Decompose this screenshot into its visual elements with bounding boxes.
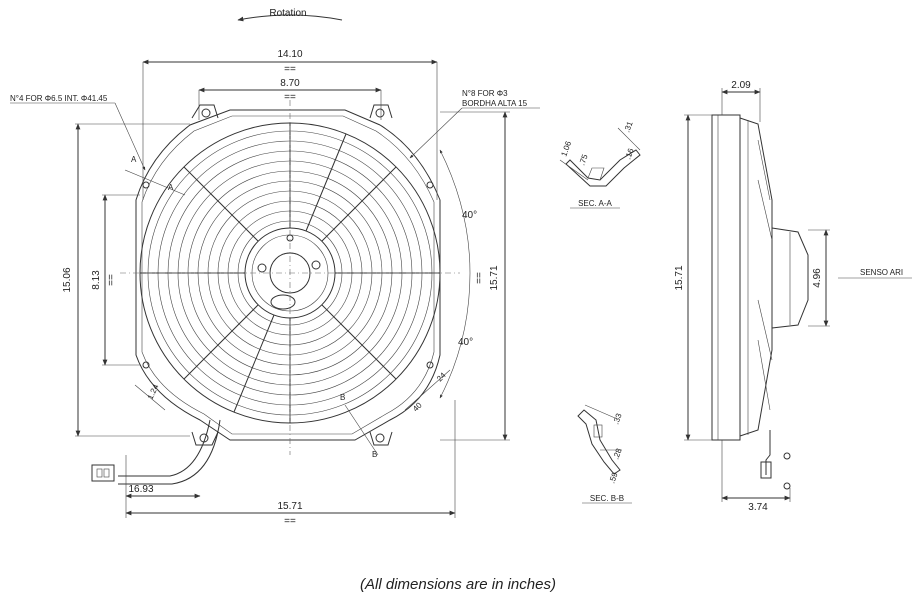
airflow-label: SENSO ARI [860, 268, 903, 277]
side-dim-motor: 4.96 [812, 268, 823, 288]
power-cable [91, 419, 221, 485]
svg-text:==: == [474, 272, 485, 284]
angle-lower: 40° [458, 337, 473, 348]
sec-b-dim-2: .28 [611, 447, 623, 461]
sec-b-dim-3: .59 [607, 471, 619, 485]
dim-height-left: 15.06 [62, 123, 190, 437]
section-mark-a-2: A [168, 183, 174, 192]
section-mark-b-1: B [340, 393, 345, 402]
svg-text:==: == [284, 516, 296, 527]
mounting-tabs [142, 104, 434, 446]
dim-overall-width-top: 14.10 == [142, 49, 438, 200]
svg-text:15.06: 15.06 [62, 267, 73, 292]
svg-text:N°8 FOR Φ3: N°8 FOR Φ3 [462, 89, 508, 98]
svg-text:==: == [106, 274, 117, 286]
sec-a-dim-1: 1.06 [559, 139, 573, 157]
shroud-outline [135, 109, 441, 441]
dim-width-bottom: 15.71 == [125, 400, 456, 527]
dim-40: 40 [411, 400, 424, 413]
side-view: 2.09 15.71 4.96 SENSO ARI 3.74 [674, 80, 912, 513]
svg-text:8.13: 8.13 [91, 270, 102, 290]
sec-a-dim-2: .75 [577, 153, 589, 167]
dim-cable: 16.93 [125, 484, 201, 499]
svg-text:8.70: 8.70 [280, 78, 300, 89]
rotation-indicator: Rotation [237, 8, 343, 22]
note-left: N°4 FOR Φ6.5 INT. Φ41.45 [10, 94, 146, 171]
sec-b-title: SEC. B-B [590, 494, 624, 503]
svg-text:==: == [284, 92, 296, 103]
sec-a-dim-4: .16 [623, 147, 635, 161]
sec-a-dim-3: .31 [622, 120, 634, 134]
svg-text:==: == [284, 64, 296, 75]
dim-inner-height-left: 8.13 == [91, 194, 140, 366]
side-dim-height: 15.71 [674, 265, 685, 290]
dim-inner-width-top: 8.70 == [198, 78, 382, 120]
front-view: 14.10 == 8.70 == 15.06 8.13 == [10, 49, 540, 527]
section-mark-b-2: B [372, 450, 377, 459]
svg-text:15.71: 15.71 [489, 265, 500, 290]
sec-a-title: SEC. A-A [578, 199, 612, 208]
rotation-label: Rotation [269, 8, 306, 19]
note-right: N°8 FOR Φ3 BORDHA ALTA 15 [409, 89, 540, 159]
svg-text:16.93: 16.93 [128, 484, 153, 495]
section-mark-a-1: A [131, 155, 137, 164]
svg-text:N°4 FOR Φ6.5 INT. Φ41.45: N°4 FOR Φ6.5 INT. Φ41.45 [10, 94, 108, 103]
svg-text:15.71: 15.71 [277, 501, 302, 512]
dim-1-24: 1.24 [146, 382, 161, 400]
section-a-a: 1.06 .75 .31 .16 SEC. A-A [559, 120, 641, 209]
side-dim-bottom: 3.74 [748, 502, 768, 513]
side-dim-depth-top: 2.09 [731, 80, 751, 91]
sec-b-dim-1: .33 [611, 412, 623, 426]
dim-height-right: 15.71 == [440, 111, 510, 441]
section-b-b: .33 .28 .59 SEC. B-B [577, 404, 632, 504]
units-caption: (All dimensions are in inches) [360, 576, 556, 593]
svg-text:BORDHA ALTA 15: BORDHA ALTA 15 [462, 99, 528, 108]
svg-text:14.10: 14.10 [277, 49, 302, 60]
angle-upper: 40° [462, 210, 477, 221]
